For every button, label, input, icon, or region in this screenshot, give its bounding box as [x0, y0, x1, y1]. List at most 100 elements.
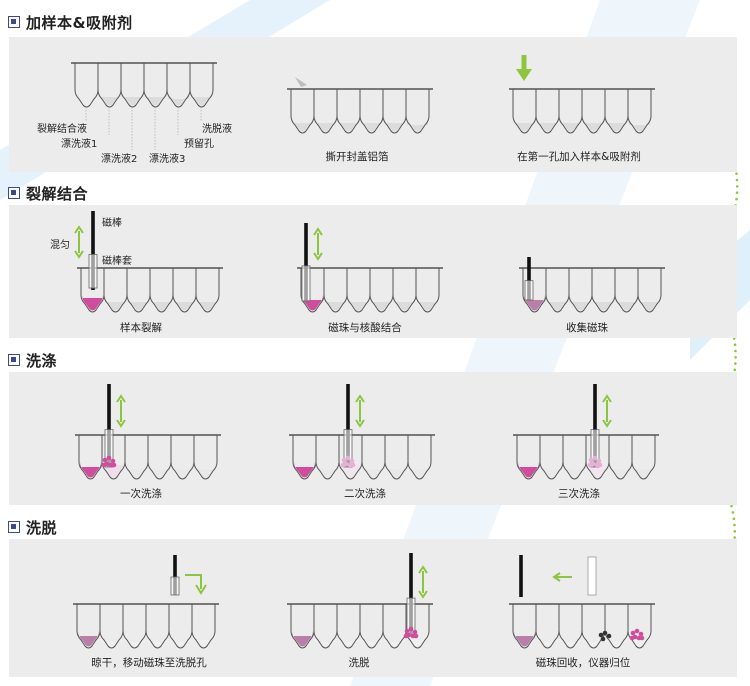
well [516, 435, 541, 480]
well [512, 89, 537, 134]
well-liquid [149, 462, 170, 478]
well-liquid [101, 631, 122, 647]
arrow-head-down [355, 419, 365, 428]
well-liquid [386, 462, 407, 478]
arrow-head-down [602, 419, 612, 428]
well-liquid [151, 295, 172, 311]
well-label: 预留孔 [184, 139, 214, 150]
diagram-step-4 [73, 553, 655, 649]
arrow-head-down [74, 250, 84, 259]
section-header-4: 洗脱 [8, 516, 57, 538]
magnetic-rod-bar [593, 384, 597, 467]
well-liquid [172, 462, 193, 478]
well [166, 63, 191, 108]
well [405, 89, 430, 134]
magnetic-bead [592, 455, 598, 461]
well [124, 435, 149, 480]
well [407, 435, 432, 480]
magnetic-bead [350, 462, 356, 468]
well [145, 604, 170, 649]
up-down-arrow-icon [116, 394, 126, 428]
foil-peel-icon [295, 77, 307, 87]
caption: 三次洗涤 [558, 488, 600, 500]
magnetic-rod [343, 384, 353, 468]
well [384, 435, 409, 480]
connector-dot [731, 511, 735, 514]
step-3-icon [8, 354, 20, 366]
well-liquid [78, 631, 99, 647]
magnetic-bead [597, 462, 603, 468]
well-label: 漂洗液3 [149, 154, 186, 165]
magnetic-bead [634, 628, 640, 634]
well [149, 268, 174, 313]
well [604, 89, 629, 134]
magnetic-bead [340, 462, 346, 468]
well-strip-add-sample [509, 88, 655, 134]
magnetic-bead [101, 462, 107, 468]
well-liquid [394, 295, 415, 311]
magnetic-rod [406, 553, 416, 636]
caption: 收集磁珠 [566, 322, 608, 334]
well-liquid [564, 462, 585, 478]
well-liquid [514, 631, 535, 647]
well-liquid [105, 295, 126, 311]
well-strip-recover [509, 603, 655, 649]
well [99, 604, 124, 649]
arrow-head-up [313, 227, 323, 236]
magnetic-rod-bar [519, 555, 523, 597]
well-label: 漂洗液2 [101, 154, 138, 165]
section-title: 裂解结合 [26, 184, 89, 203]
well-liquid [616, 295, 637, 311]
rod-sleeve [343, 429, 353, 468]
well [359, 89, 384, 134]
magnetic-bead [404, 628, 410, 634]
well-strip-lysis [77, 267, 223, 313]
well-liquid [99, 90, 120, 106]
well-liquid [583, 116, 604, 132]
magnetic-bead [413, 633, 419, 639]
well-label: 洗脱液 [202, 124, 232, 135]
magnetic-bead [602, 630, 608, 636]
well-liquid [325, 295, 346, 311]
well-liquid [629, 631, 650, 647]
connector-dot [733, 343, 737, 347]
rod-sleeve [587, 556, 597, 596]
well-liquid [197, 295, 218, 311]
connector-dot [730, 504, 733, 508]
connector-dot [734, 349, 737, 353]
magnetic-bead [408, 626, 414, 632]
caption: 二次洗涤 [344, 488, 386, 500]
caption: 在第一孔加入样本&吸附剂 [517, 151, 641, 163]
well-strip-dry [73, 603, 219, 649]
magnetic-rod-bar [527, 257, 531, 300]
section-title: 洗脱 [26, 518, 58, 537]
section-title: 洗涤 [26, 351, 58, 370]
well [97, 63, 122, 108]
well [315, 435, 340, 480]
well-liquid [524, 295, 545, 311]
well-liquid [361, 631, 382, 647]
well-liquid [417, 295, 438, 311]
step-4-icon [8, 521, 20, 533]
well-liquid [409, 462, 430, 478]
well-liquid [82, 295, 103, 311]
rod-sleeve [590, 429, 600, 468]
well [147, 435, 172, 480]
well [581, 89, 606, 134]
well-strip-wash-2 [289, 434, 435, 480]
well [522, 268, 547, 313]
well [568, 268, 593, 313]
magnetic-rod [519, 555, 523, 597]
connector-dot [733, 368, 737, 372]
connector-dot [735, 172, 738, 175]
caption: 样本裂解 [120, 322, 162, 334]
well-liquid [537, 116, 558, 132]
well-liquid [174, 295, 195, 311]
well [581, 604, 606, 649]
well-liquid [560, 631, 581, 647]
step-2-icon [8, 187, 20, 199]
well [168, 604, 193, 649]
well-liquid [302, 295, 323, 311]
well-liquid [570, 295, 591, 311]
well [361, 435, 386, 480]
